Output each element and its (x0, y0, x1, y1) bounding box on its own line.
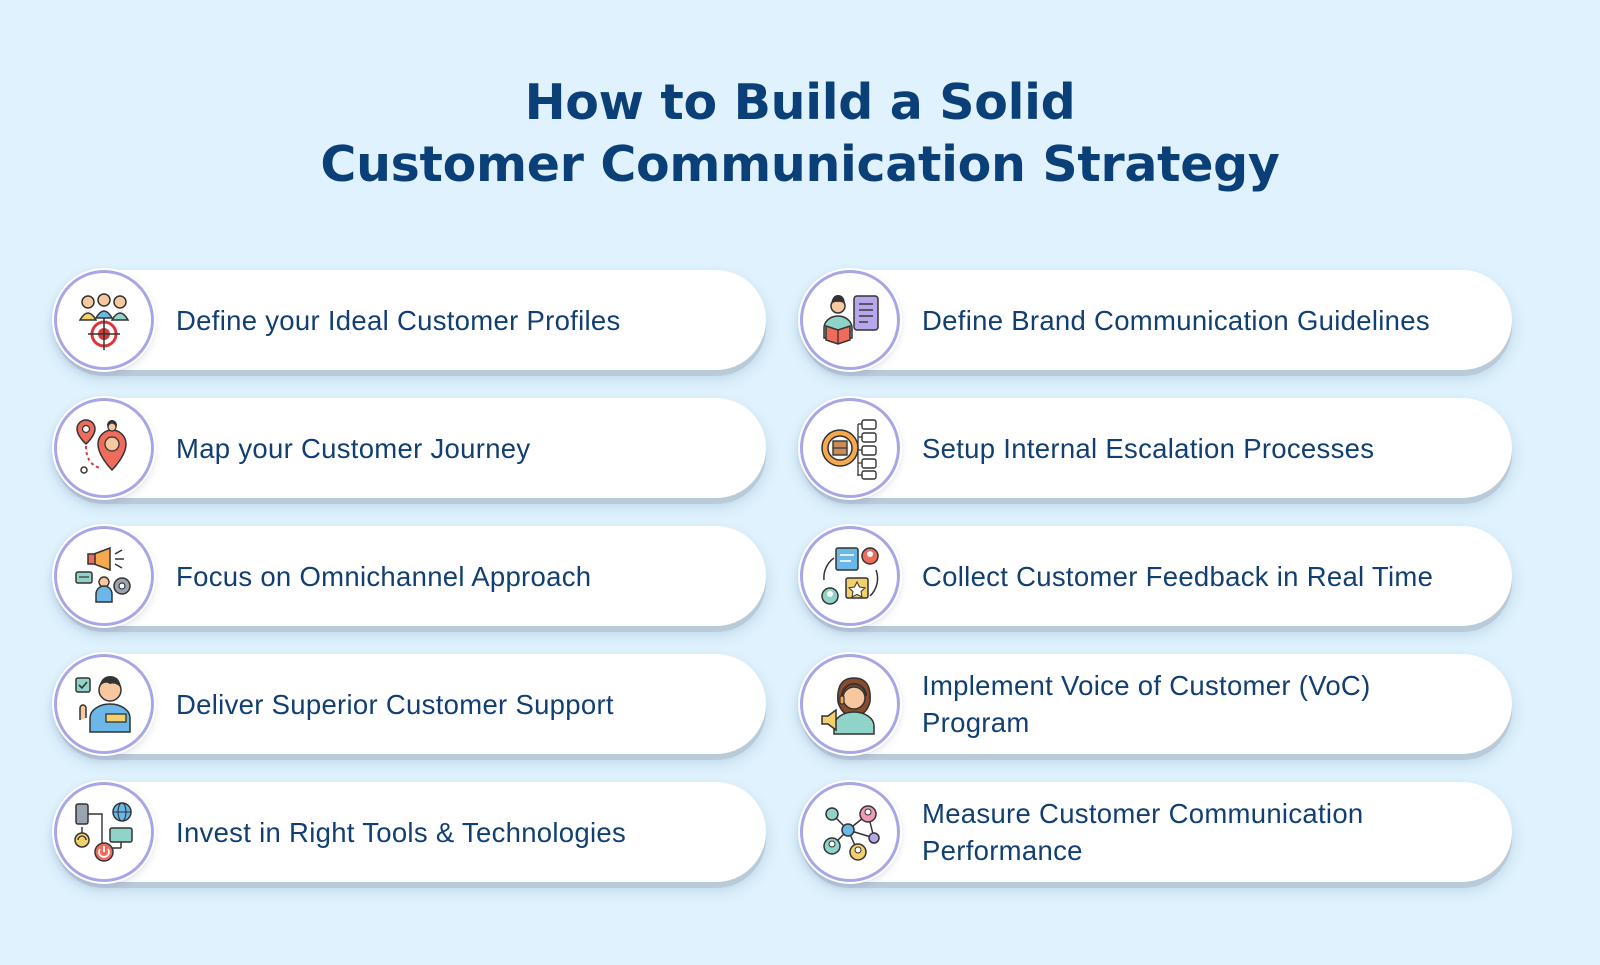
page-title: How to Build a Solid Customer Communicat… (0, 72, 1600, 196)
step-label: Define your Ideal Customer Profiles (176, 304, 621, 336)
icon-badge (54, 654, 154, 754)
step-card-voice-of-customer: Implement Voice of Customer (VoC) Progra… (800, 654, 1512, 754)
omnichannel-icon (75, 546, 131, 603)
step-label: Implement Voice of Customer (VoC) Progra… (922, 670, 1371, 738)
step-label: Focus on Omnichannel Approach (176, 560, 592, 592)
tools-tech-icon (74, 802, 133, 862)
icon-badge (54, 270, 154, 370)
icon-badge (800, 654, 900, 754)
icon-badge (54, 398, 154, 498)
step-card-escalation-processes: Setup Internal Escalation Processes (800, 398, 1512, 498)
customer-target-icon (78, 293, 130, 350)
step-card-tools-technologies: Invest in Right Tools & Technologies (54, 782, 766, 882)
journey-map-icon (76, 419, 127, 474)
step-label: Define Brand Communication Guidelines (922, 304, 1430, 336)
icon-badge (800, 526, 900, 626)
icon-badge (54, 782, 154, 882)
escalation-process-icon (821, 419, 877, 480)
feedback-icon (821, 547, 879, 605)
step-card-ideal-customer-profiles: Define your Ideal Customer Profiles (54, 270, 766, 370)
icon-badge (800, 270, 900, 370)
title-line-2: Customer Communication Strategy (320, 136, 1280, 193)
step-label: Collect Customer Feedback in Real Time (922, 560, 1434, 592)
support-agent-icon (75, 676, 131, 733)
title-line-1: How to Build a Solid (524, 74, 1076, 131)
step-label: Invest in Right Tools & Technologies (176, 816, 627, 848)
step-card-customer-feedback: Collect Customer Feedback in Real Time (800, 526, 1512, 626)
step-card-communication-performance: Measure Customer Communication Performan… (800, 782, 1512, 882)
step-card-customer-journey: Map your Customer Journey (54, 398, 766, 498)
icon-badge (800, 398, 900, 498)
step-card-omnichannel: Focus on Omnichannel Approach (54, 526, 766, 626)
step-label: Setup Internal Escalation Processes (922, 432, 1375, 464)
icon-badge (800, 782, 900, 882)
icon-badge (54, 526, 154, 626)
step-card-brand-guidelines: Define Brand Communication Guidelines (800, 270, 1512, 370)
step-label: Deliver Superior Customer Support (176, 688, 614, 720)
voice-of-customer-icon (821, 677, 875, 735)
step-label: Map your Customer Journey (176, 432, 531, 464)
step-card-customer-support: Deliver Superior Customer Support (54, 654, 766, 754)
network-performance-icon (823, 805, 880, 861)
step-label: Measure Customer Communication Performan… (922, 798, 1364, 866)
brand-guidelines-icon (823, 295, 879, 345)
